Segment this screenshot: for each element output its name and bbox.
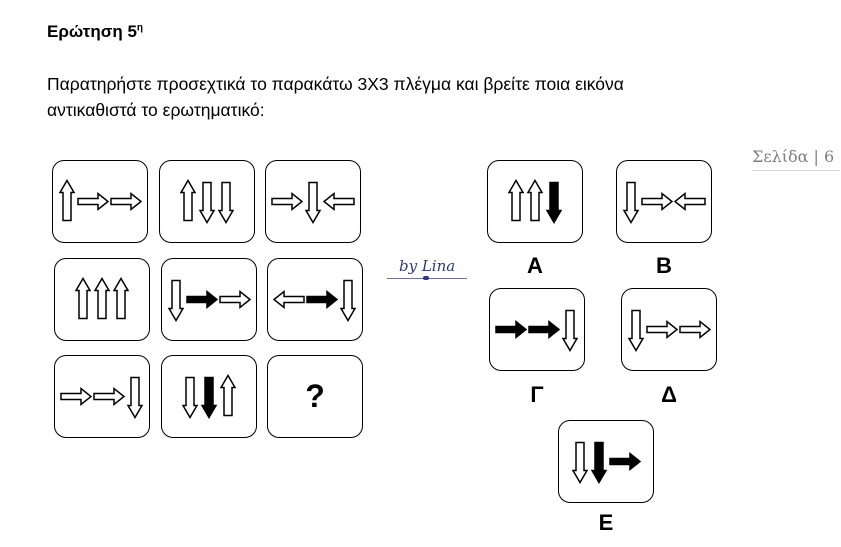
down-arrow-filled-icon [200,376,218,419]
grid-cell-3 [265,160,361,243]
option-c-label: Γ [530,382,544,407]
right-arrow-filled-icon [609,451,642,472]
down-arrow-outline-icon [571,441,589,484]
right-arrow-outline-icon [679,319,712,340]
down-arrow-outline-icon [339,279,357,322]
question-title-superscript: η [136,22,144,34]
option-b-label: B [656,253,672,278]
down-arrow-outline-icon [622,181,640,224]
arrow-sequence [58,179,143,222]
grid-cell-4 [54,258,150,341]
down-arrow-outline-icon [198,181,216,224]
question-mark: ? [305,378,325,414]
grid-cell-missing: ? [267,355,363,438]
down-arrow-outline-icon [304,181,322,224]
question-title-text: Ερώτηση 5 [47,22,137,41]
arrow-sequence [74,277,130,320]
grid-cell-5 [161,258,257,341]
right-arrow-outline-icon [646,319,679,340]
down-arrow-outline-icon [561,309,579,352]
grid-cell-8 [161,355,257,438]
page-number: Σελίδα | 6 [752,147,840,171]
option-a-box[interactable] [487,160,583,243]
right-arrow-outline-icon [110,191,143,212]
author-logo-text: by Lina [399,257,456,275]
option-e-label: E [598,510,614,535]
author-logo: by Lina [387,257,467,283]
arrow-sequence [60,376,144,419]
right-arrow-outline-icon [77,191,110,212]
up-arrow-outline-icon [526,179,544,222]
down-arrow-filled-icon [590,441,608,484]
option-e-box[interactable] [558,420,654,503]
question-text-line-1: Παρατηρήστε προσεχτικά το παρακάτω 3Χ3 π… [47,74,624,94]
grid-cell-7 [54,355,150,438]
option-a-label: A [527,253,543,278]
question-title: Ερώτηση 5η [47,22,143,42]
right-arrow-outline-icon [60,386,93,407]
arrow-sequence [167,279,252,322]
option-d-box[interactable] [621,288,717,371]
right-arrow-filled-icon [495,319,528,340]
option-b-box[interactable] [616,160,712,243]
down-arrow-outline-icon [217,181,235,224]
up-arrow-outline-icon [74,277,92,320]
up-arrow-outline-icon [58,179,76,222]
right-arrow-outline-icon [271,191,304,212]
arrow-sequence [272,279,357,322]
arrow-sequence [627,309,712,352]
arrow-sequence [622,181,706,224]
left-arrow-outline-icon [673,191,706,212]
left-arrow-outline-icon [322,191,355,212]
question-text-line-2: αντικαθιστά το ερωτηματικό: [47,100,265,120]
up-arrow-outline-icon [507,179,525,222]
down-arrow-outline-icon [627,309,645,352]
arrow-sequence [181,374,237,419]
right-arrow-outline-icon [93,386,126,407]
down-arrow-outline-icon [126,376,144,419]
grid-cell-1 [52,160,148,243]
grid-cell-6 [267,258,363,341]
option-d-label: Δ [661,382,677,407]
arrow-sequence [507,179,563,224]
arrow-sequence [571,441,642,484]
left-arrow-outline-icon [272,289,305,310]
option-c-box[interactable] [489,288,585,371]
right-arrow-outline-icon [641,191,674,212]
up-arrow-outline-icon [93,277,111,320]
arrow-sequence [495,309,579,352]
down-arrow-outline-icon [181,376,199,419]
arrow-sequence [179,179,235,224]
right-arrow-filled-icon [306,289,339,310]
arrow-sequence [271,181,355,224]
right-arrow-outline-icon [219,289,252,310]
down-arrow-filled-icon [545,181,563,224]
up-arrow-outline-icon [112,277,130,320]
up-arrow-outline-icon [179,179,197,222]
down-arrow-outline-icon [167,279,185,322]
up-arrow-outline-icon [219,374,237,417]
right-arrow-filled-icon [186,289,219,310]
author-logo-dot [423,276,429,280]
right-arrow-filled-icon [528,319,561,340]
grid-cell-2 [159,160,255,243]
